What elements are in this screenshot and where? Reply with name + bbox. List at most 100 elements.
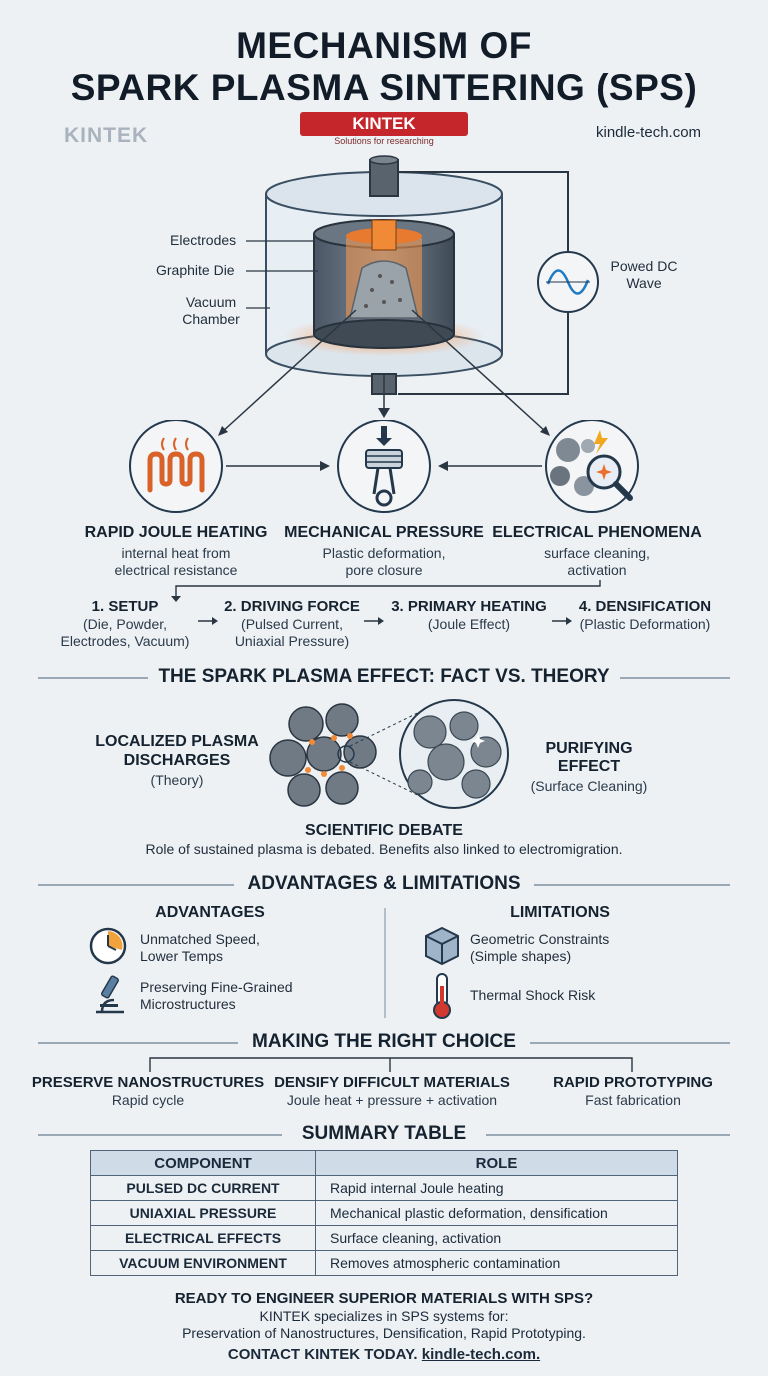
choice-desc: Fast fabrication [585,1092,681,1108]
cell-role: Mechanical plastic deformation, densific… [315,1200,678,1226]
step-title: 4. DENSIFICATION [578,598,712,615]
mechanism-joule: RAPID JOULE HEATING internal heat from e… [66,524,286,579]
step-desc: (Pulsed Current, Uniaxial Pressure) [234,616,350,649]
summary-section-title: SUMMARY TABLE [301,1123,467,1144]
choice-title: PRESERVE NANOSTRUCTURES [31,1074,265,1091]
cta-link[interactable]: kindle-tech.com. [421,1346,541,1363]
step-densification: 4. DENSIFICATION (Plastic Deformation) [570,598,720,633]
advantage-item: Unmatched Speed, Lower Temps [140,931,260,964]
step-title: 2. DRIVING FORCE [224,598,360,615]
mechanism-desc: internal heat from electrical resistance [114,545,238,578]
step-desc: (Joule Effect) [427,616,511,632]
advantages-title: ADVANTAGES [155,904,265,921]
limitation-item: Geometric Constraints (Simple shapes) [470,931,610,964]
cell-component: ELECTRICAL EFFECTS [90,1225,316,1251]
advantage-item: Preserving Fine-Grained Microstructures [140,979,293,1012]
thermometer-icon [433,973,451,1019]
divider [620,677,730,679]
mechanism-electrical: ELECTRICAL PHENOMENA surface cleaning, a… [484,524,710,579]
choice-prototyping: RAPID PROTOTYPING Fast fabrication [544,1074,722,1109]
joule-heating-icon [129,420,223,513]
mechanism-title: MECHANICAL PRESSURE [284,524,484,541]
choice-section-title: MAKING THE RIGHT CHOICE [252,1031,516,1052]
divider [530,1042,730,1044]
cta-contact: CONTACT KINTEK TODAY. [227,1346,418,1363]
cube-icon [425,926,459,966]
advlim-section-title: ADVANTAGES & LIMITATIONS [247,873,521,894]
choice-nanostructures: PRESERVE NANOSTRUCTURES Rapid cycle [30,1074,266,1109]
divider [38,677,148,679]
plasma-theory: LOCALIZED PLASMA DISCHARGES (Theory) [92,732,262,789]
divider [38,884,234,886]
summary-table: COMPONENT ROLE PULSED DC CURRENT Rapid i… [90,1150,678,1276]
page-title-line1: MECHANISM OF [236,25,532,66]
cta-headline: READY TO ENGINEER SUPERIOR MATERIALS WIT… [174,1290,594,1307]
divider [38,1134,282,1136]
scientific-debate-text: Role of sustained plasma is debated. Ben… [145,841,623,857]
step-setup: 1. SETUP (Die, Powder, Electrodes, Vacuu… [50,598,200,650]
mechanism-title: RAPID JOULE HEATING [84,524,268,541]
table-row: PULSED DC CURRENT Rapid internal Joule h… [90,1175,678,1201]
column-header-role: ROLE [315,1150,678,1176]
site-link[interactable]: kindle-tech.com [596,124,702,141]
plasma-purifying-sub: (Surface Cleaning) [530,778,648,794]
electrodes-label: Electrodes [170,232,237,248]
cell-role: Surface cleaning, activation [315,1225,678,1251]
choice-bracket [149,1057,633,1072]
table-row: ELECTRICAL EFFECTS Surface cleaning, act… [90,1225,678,1251]
step-title: 3. PRIMARY HEATING [391,598,547,615]
cell-component: PULSED DC CURRENT [90,1175,316,1201]
limitations-title: LIMITATIONS [510,904,610,921]
table-header-row: COMPONENT ROLE [90,1150,678,1176]
step-desc: (Die, Powder, Electrodes, Vacuum) [60,616,190,649]
divider [38,1042,238,1044]
brand-badge: KINTEK Solutions for researching [292,112,476,148]
choice-desc: Rapid cycle [111,1092,185,1108]
divider [486,1134,730,1136]
cta-contact-row: CONTACT KINTEK TODAY. kindle-tech.com. [0,1346,768,1363]
microscope-icon [96,975,124,1014]
plasma-section-title: THE SPARK PLASMA EFFECT: FACT VS. THEORY [158,666,610,687]
step-primary-heating: 3. PRIMARY HEATING (Joule Effect) [386,598,552,633]
cell-role: Rapid internal Joule heating [315,1175,678,1201]
mechanism-desc: Plastic deformation, pore closure [322,545,446,578]
step-desc: (Plastic Deformation) [579,616,711,632]
choice-title: RAPID PROTOTYPING [553,1074,713,1091]
divider [534,884,730,886]
plasma-purifying-title: PURIFYING EFFECT [545,740,633,775]
choice-title: DENSIFY DIFFICULT MATERIALS [274,1074,510,1091]
cell-role: Removes atmospheric contamination [315,1250,678,1276]
top-electrode-shape [369,159,399,197]
table-row: VACUUM ENVIRONMENT Removes atmospheric c… [90,1250,678,1276]
badge-tagline: Solutions for researching [334,136,434,146]
mechanism-icons [129,420,639,513]
brand-logo-left: KINTEK [64,124,149,147]
mechanism-pressure: MECHANICAL PRESSURE Plastic deformation,… [274,524,494,579]
cta-line1: KINTEK specializes in SPS systems for: [259,1308,509,1324]
divider [384,908,386,1018]
clock-icon [89,927,127,965]
step-driving-force: 2. DRIVING FORCE (Pulsed Current, Uniaxi… [218,598,366,650]
step-title: 1. SETUP [91,598,159,615]
choice-desc: Joule heat + pressure + activation [286,1092,498,1108]
cell-component: UNIAXIAL PRESSURE [90,1200,316,1226]
cta-line2: Preservation of Nanostructures, Densific… [182,1325,586,1341]
column-header-component: COMPONENT [90,1150,316,1176]
plasma-purifying: PURIFYING EFFECT (Surface Cleaning) [514,740,664,795]
mechanism-title: ELECTRICAL PHENOMENA [492,524,702,541]
badge-brand: KINTEK [300,112,468,136]
plasma-particles-diagram [269,699,509,809]
graphite-die-label: Graphite Die [156,262,235,278]
plasma-theory-sub: (Theory) [150,772,204,788]
sps-apparatus-diagram [218,155,599,436]
cell-component: VACUUM ENVIRONMENT [90,1250,316,1276]
page-title-line2: SPARK PLASMA SINTERING (SPS) [70,67,698,108]
table-row: UNIAXIAL PRESSURE Mechanical plastic def… [90,1200,678,1226]
scientific-debate-title: SCIENTIFIC DEBATE [305,822,463,839]
vacuum-chamber-label: Vacuum Chamber [182,294,240,327]
graphite-die-shape [313,219,455,349]
limitation-item: Thermal Shock Risk [470,987,596,1003]
process-flow-arrows [171,580,601,625]
choice-densify: DENSIFY DIFFICULT MATERIALS Joule heat +… [272,1074,512,1109]
plasma-theory-title: LOCALIZED PLASMA DISCHARGES [95,733,259,769]
